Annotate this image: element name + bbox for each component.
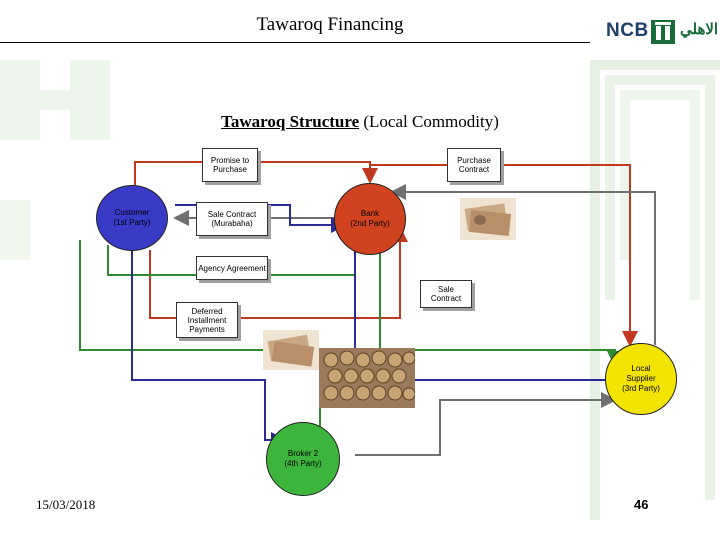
customer-node-label: Customer(1st Party) xyxy=(114,208,151,228)
bank-line1: Bank xyxy=(360,209,380,218)
footer-date: 15/03/2018 xyxy=(36,497,96,512)
diagram-title: Tawaroq Structure (Local Commodity) xyxy=(0,112,720,132)
diagram-title-rest: (Local Commodity) xyxy=(359,112,499,131)
customer-line1: Customer xyxy=(114,208,150,217)
customer-node: Customer(1st Party) xyxy=(96,185,168,251)
bank-node-label: Bank(2nd Party) xyxy=(350,209,390,229)
doc-deferred-installment-payments: Deferred Installment Payments xyxy=(176,302,238,338)
diagram-title-bold: Tawaroq Structure xyxy=(221,112,360,131)
bank-line2: (2nd Party) xyxy=(350,219,390,228)
doc-agency-agreement: Agency Agreement xyxy=(196,256,268,280)
doc-promise-to-purchase: Promise to Purchase xyxy=(202,148,258,182)
customer-line2: (1st Party) xyxy=(113,218,151,227)
broker-node: Broker 2(4th Party) xyxy=(266,422,340,496)
supplier-line1: Local xyxy=(631,364,651,373)
ncb-arabic-logo-text: الاهلي xyxy=(680,21,719,38)
title-divider xyxy=(0,42,590,43)
page-number: 46 xyxy=(634,497,649,512)
broker-line2: (4th Party) xyxy=(284,459,322,468)
money-banknotes-image xyxy=(460,198,516,240)
broker-line1: Broker 2 xyxy=(287,449,319,458)
commodity-wood-logs-image xyxy=(319,348,415,408)
supplier-line2: Supplier xyxy=(626,374,656,383)
broker-node-label: Broker 2(4th Party) xyxy=(284,449,321,469)
bank-node: Bank(2nd Party) xyxy=(334,183,406,255)
doc-purchase-contract: Purchase Contract xyxy=(447,148,501,182)
ncb-logo-text: NCB xyxy=(606,20,649,41)
doc-sale-contract: Sale Contract xyxy=(420,280,472,308)
slide-title: Tawaroq Financing xyxy=(256,14,404,35)
supplier-line3: (3rd Party) xyxy=(622,384,660,393)
money-banknotes-image-2 xyxy=(263,330,319,370)
ncb-palm-logo-icon xyxy=(651,20,675,44)
doc-sale-contract-murabaha: Sale Contract (Murabaha) xyxy=(196,202,268,236)
